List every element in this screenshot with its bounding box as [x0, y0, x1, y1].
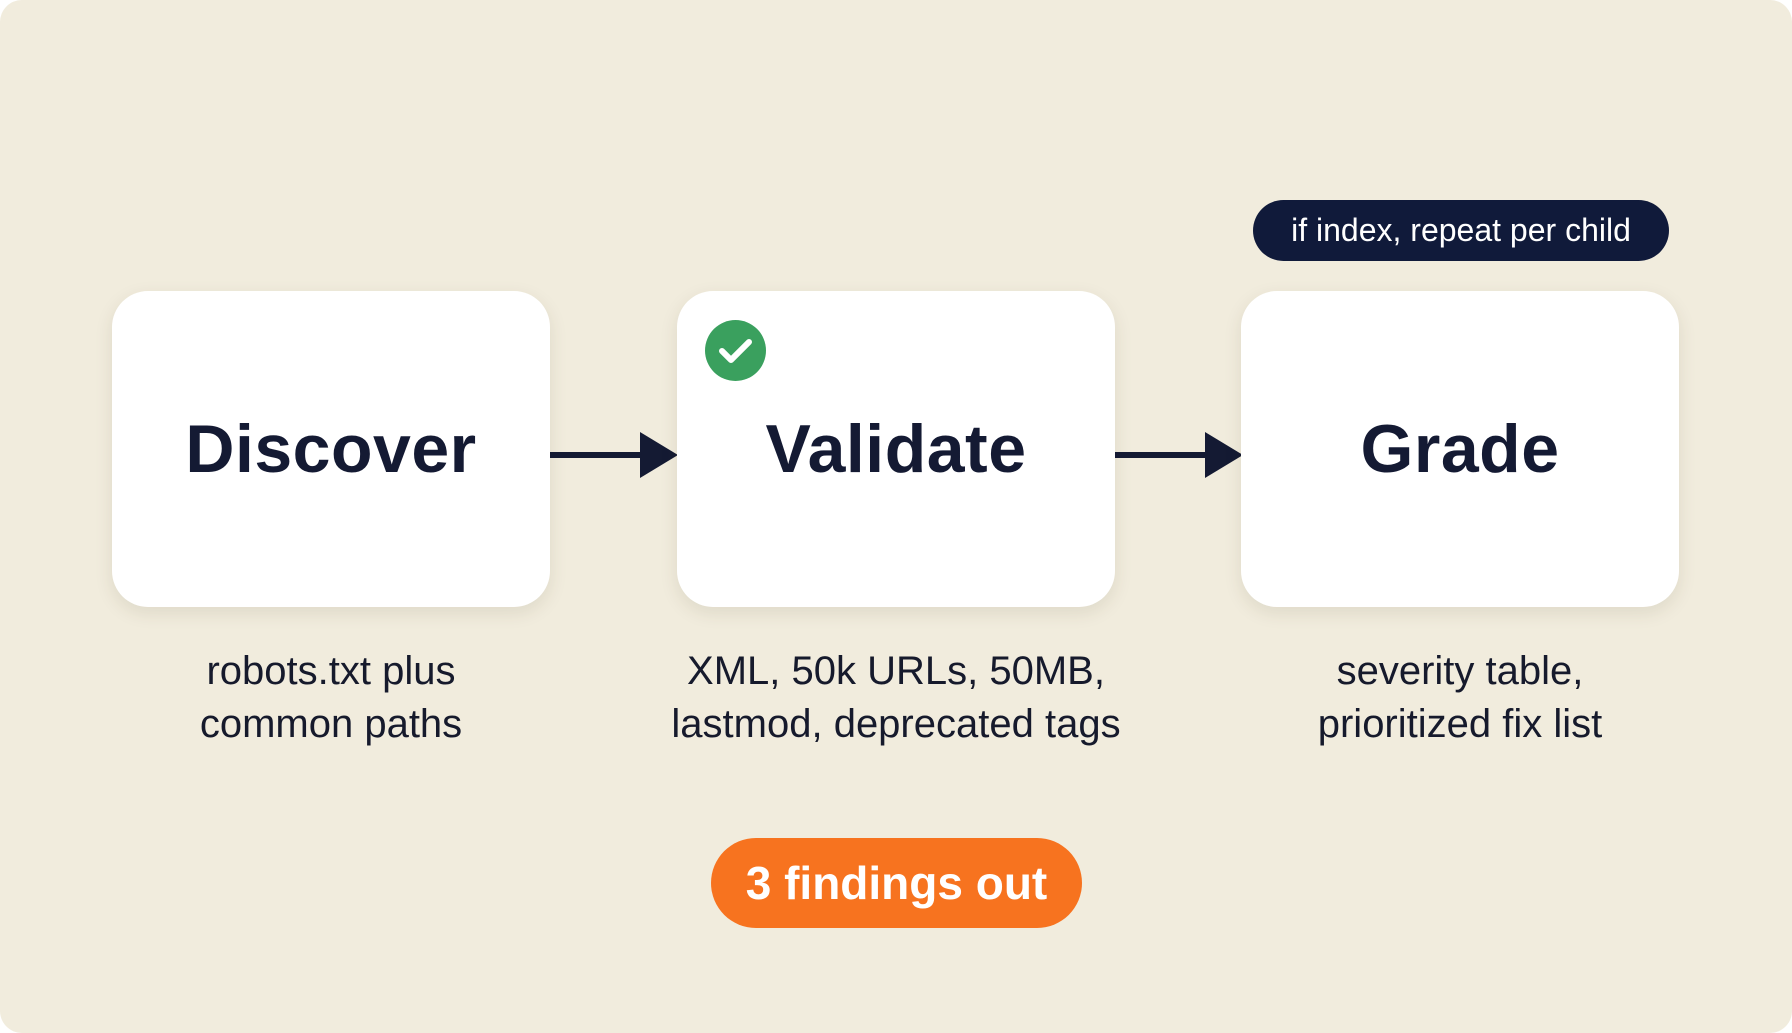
caption-line: lastmod, deprecated tags — [671, 702, 1121, 746]
check-icon — [705, 320, 766, 381]
caption-line: XML, 50k URLs, 50MB, — [687, 649, 1105, 693]
caption-line: severity table, — [1336, 649, 1584, 693]
step-caption-grade: severity table, prioritized fix list — [1200, 645, 1720, 751]
step-title-discover: Discover — [185, 411, 477, 487]
step-card-discover: Discover — [112, 291, 550, 607]
step-caption-discover: robots.txt plus common paths — [71, 645, 591, 751]
step-caption-validate: XML, 50k URLs, 50MB, lastmod, deprecated… — [636, 645, 1156, 751]
caption-line: robots.txt plus — [206, 649, 456, 693]
step-card-validate: Validate — [677, 291, 1115, 607]
arrow-discover-to-validate — [550, 432, 678, 478]
caption-line: common paths — [199, 702, 463, 746]
findings-output-badge: 3 findings out — [711, 838, 1082, 928]
step-card-grade: Grade — [1241, 291, 1679, 607]
arrow-validate-to-grade — [1115, 432, 1243, 478]
caption-line: prioritized fix list — [1317, 702, 1603, 746]
index-repeat-note: if index, repeat per child — [1253, 200, 1669, 261]
step-title-grade: Grade — [1360, 411, 1560, 487]
step-title-validate: Validate — [765, 411, 1027, 487]
